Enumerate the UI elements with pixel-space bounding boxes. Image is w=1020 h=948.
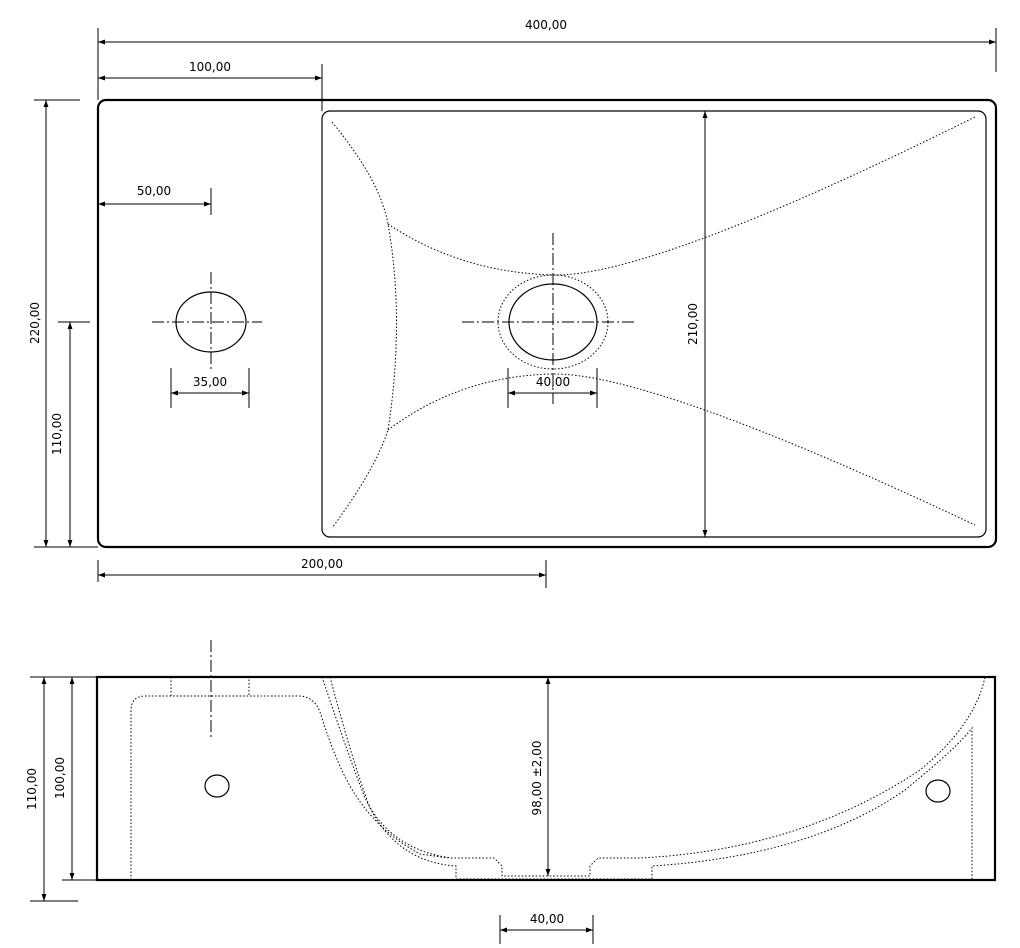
bowl-contour-left <box>331 121 397 529</box>
basin-outline <box>96 98 998 549</box>
label-drain-diameter: 40,00 <box>536 375 570 389</box>
label-overall-height: 110,00 <box>25 768 39 810</box>
label-overall-depth: 220,00 <box>28 302 42 344</box>
top-view: 400,00 100,00 50,00 35,00 40,00 200,00 2… <box>28 18 998 588</box>
label-tap-center-depth: 110,00 <box>50 413 64 455</box>
label-deck-width: 100,00 <box>189 60 231 74</box>
label-drain-offset: 200,00 <box>301 557 343 571</box>
side-view: 110,00 100,00 98,00 ±2,00 40,00 <box>25 640 997 944</box>
label-tap-hole: 35,00 <box>193 375 227 389</box>
label-bowl-height: 98,00 ±2,00 <box>530 741 544 816</box>
bowl-outline <box>321 110 987 538</box>
bowl-contour-top <box>387 116 976 276</box>
fixing-hole-left <box>204 774 230 798</box>
bowl-contour-bottom <box>387 373 976 526</box>
label-bowl-depth: 210,00 <box>686 303 700 345</box>
label-drain-width: 40,00 <box>530 912 564 926</box>
label-overall-width: 400,00 <box>525 18 567 32</box>
label-tap-offset: 50,00 <box>137 184 171 198</box>
bowl-outer-contour <box>321 676 986 877</box>
label-inner-height: 100,00 <box>53 757 67 799</box>
tap-boss <box>170 677 250 697</box>
side-outline <box>95 675 997 882</box>
bowl-inner-contour <box>329 676 973 880</box>
inner-cavity-left <box>130 695 449 880</box>
fixing-hole-right <box>925 779 951 803</box>
